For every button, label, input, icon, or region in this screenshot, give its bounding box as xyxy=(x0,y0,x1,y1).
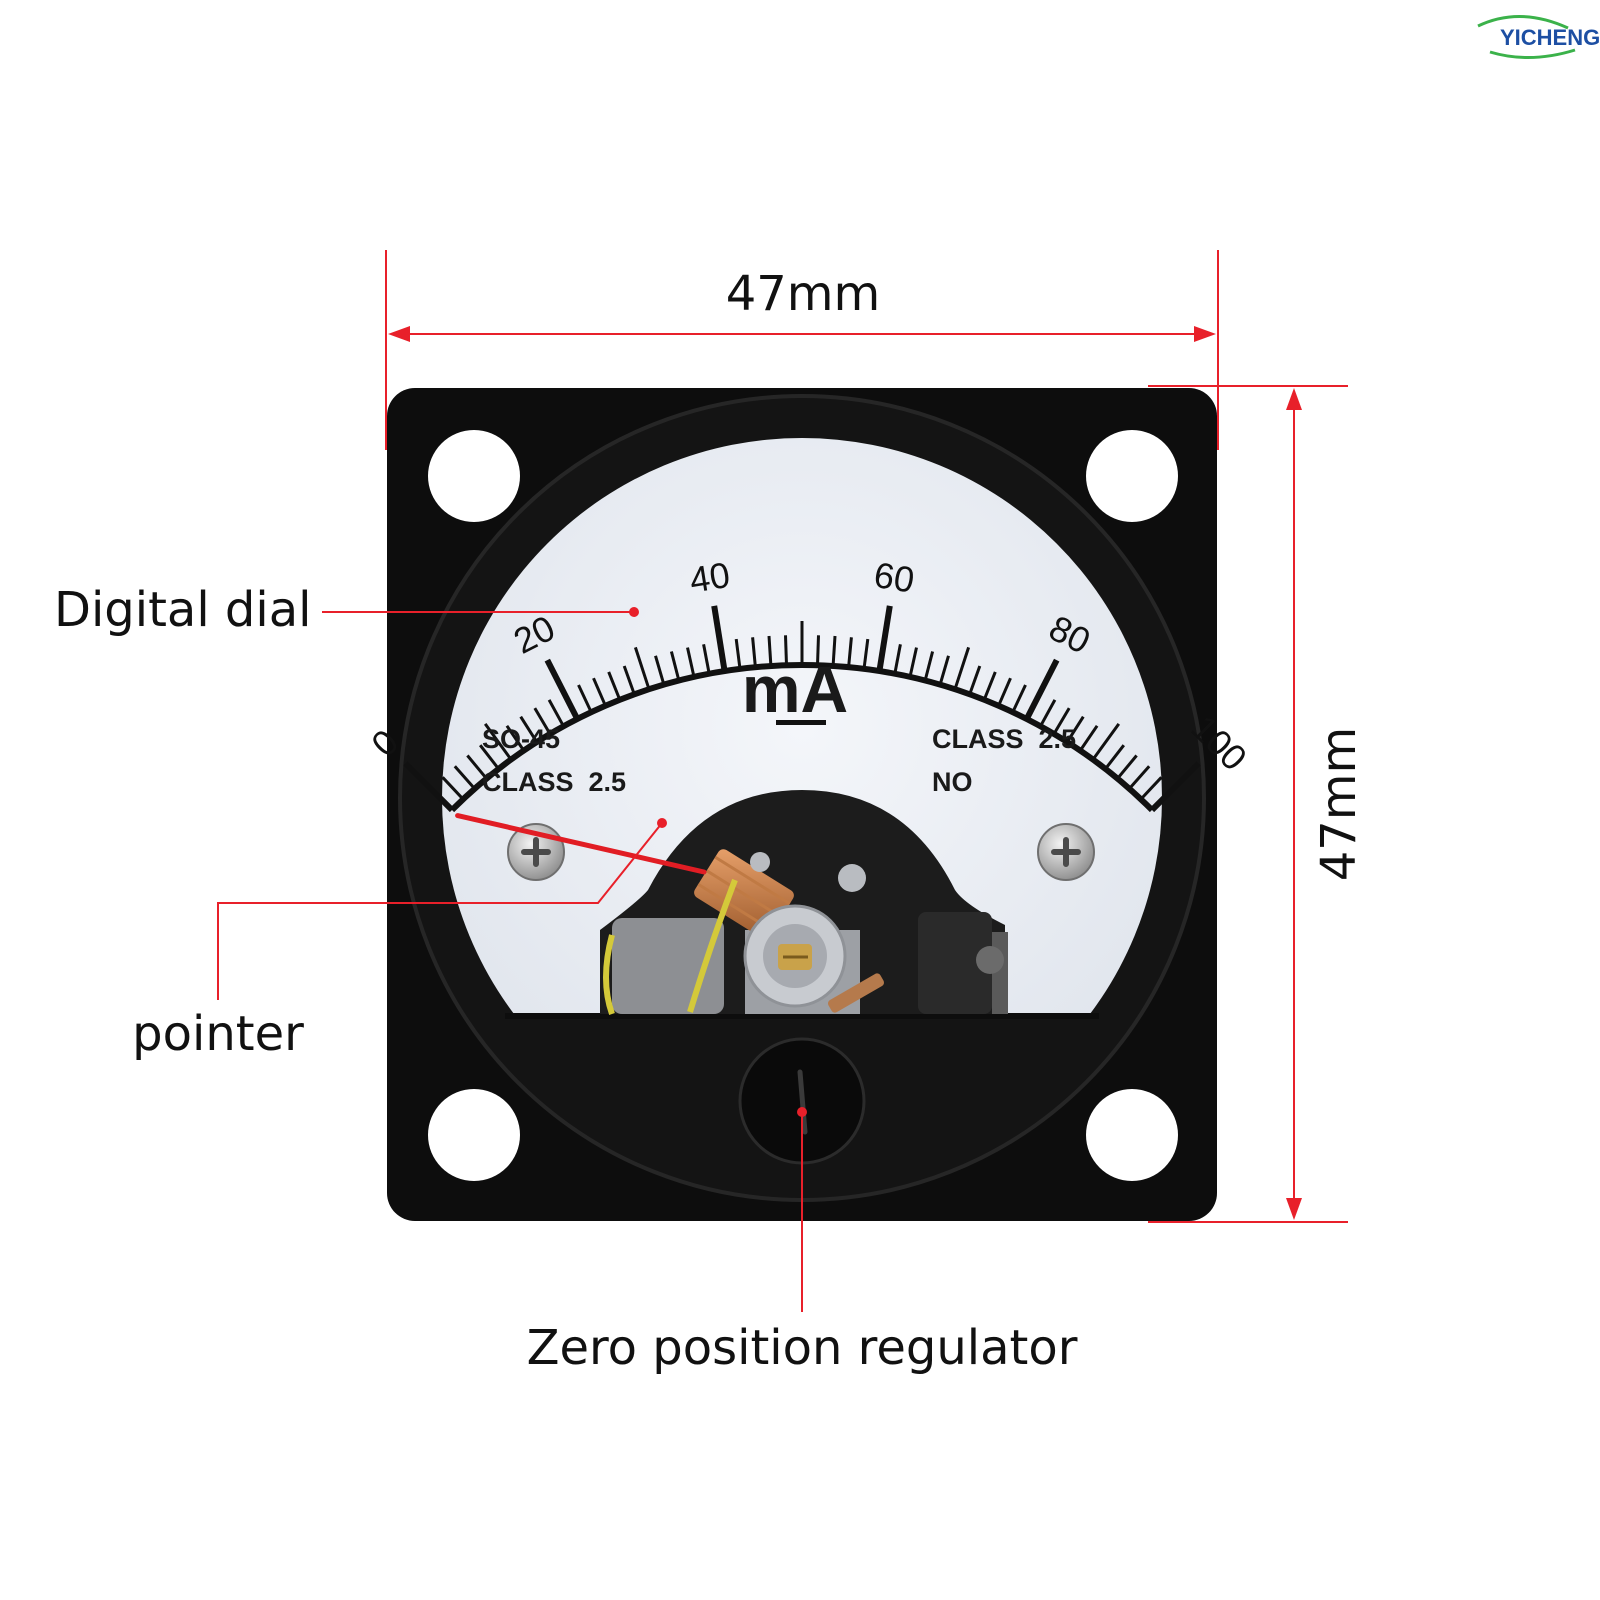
zero-adjust-knob[interactable] xyxy=(738,1037,866,1165)
minor-tick xyxy=(1011,684,1027,713)
minor-tick xyxy=(453,765,476,790)
dial-text: mA SO-45 CLASS 2.5 CLASS 2.5 NO xyxy=(482,652,1076,797)
minor-tick xyxy=(908,647,918,678)
minor-tick xyxy=(654,655,666,686)
minor-tick xyxy=(953,646,971,690)
minor-tick xyxy=(533,707,552,735)
height-label: 47mm xyxy=(1311,727,1367,882)
mounting-hole xyxy=(1086,1089,1178,1181)
width-label: 47mm xyxy=(726,266,881,322)
mounting-hole xyxy=(428,1089,520,1181)
model-label: SO-45 xyxy=(482,724,560,754)
minor-tick xyxy=(441,776,465,801)
minor-tick xyxy=(1052,707,1071,735)
major-tick xyxy=(876,605,893,672)
minor-tick xyxy=(968,665,982,695)
major-tick xyxy=(544,658,580,721)
callout-dial: Digital dial xyxy=(54,582,639,638)
minor-tick xyxy=(751,637,757,668)
minor-tick xyxy=(483,723,513,761)
minor-tick xyxy=(784,635,788,666)
minor-tick xyxy=(466,754,488,780)
minor-tick xyxy=(592,677,607,707)
minor-tick xyxy=(847,637,853,668)
minor-tick xyxy=(997,677,1012,707)
scale-label: 60 xyxy=(871,554,917,601)
brand-logo: YICHENG xyxy=(1477,15,1600,59)
minor-tick xyxy=(982,671,997,701)
callout-zero-label: Zero position regulator xyxy=(527,1320,1078,1376)
minor-tick xyxy=(816,635,820,666)
number-label: NO xyxy=(932,767,973,797)
minor-tick xyxy=(938,655,950,686)
unit-label: mA xyxy=(742,652,848,726)
height-dimension: 47mm xyxy=(1148,385,1367,1223)
major-tick xyxy=(1149,761,1201,813)
scale-arc xyxy=(449,662,1155,813)
minor-tick xyxy=(1078,724,1099,752)
minor-tick xyxy=(923,651,935,681)
scale-label: 40 xyxy=(687,554,733,601)
major-tick xyxy=(1024,658,1060,721)
minor-tick xyxy=(767,635,773,667)
minor-tick xyxy=(1039,699,1057,727)
minor-tick xyxy=(633,646,651,690)
minor-tick xyxy=(479,744,500,770)
minor-tick xyxy=(1116,754,1138,780)
mounting-hole xyxy=(1086,430,1178,522)
class-label-right: CLASS 2.5 xyxy=(932,724,1076,754)
minor-tick xyxy=(669,651,681,681)
minor-tick xyxy=(734,638,742,670)
mechanism xyxy=(600,790,1008,1015)
minor-tick xyxy=(1128,765,1151,790)
minor-tick xyxy=(607,671,622,701)
face-screw-right xyxy=(1037,823,1095,881)
callout-pointer-label: pointer xyxy=(132,1006,304,1062)
callout-dial-label: Digital dial xyxy=(54,582,311,638)
major-tick xyxy=(403,761,455,813)
minor-tick xyxy=(1091,723,1121,761)
minor-tick xyxy=(893,644,902,675)
minor-tick xyxy=(547,699,565,727)
minor-tick xyxy=(505,724,526,752)
major-tick xyxy=(711,605,728,672)
width-dimension: 47mm xyxy=(385,250,1219,450)
unit-underline xyxy=(776,720,826,725)
callout-pointer: pointer xyxy=(132,818,667,1062)
minor-tick xyxy=(577,684,593,713)
class-label-left: CLASS 2.5 xyxy=(482,767,626,797)
minor-tick xyxy=(862,638,870,670)
pointer-needle xyxy=(455,813,707,875)
callout-zero: Zero position regulator xyxy=(527,1107,1078,1376)
minor-tick xyxy=(702,644,711,675)
minor-tick xyxy=(831,635,837,667)
minor-tick xyxy=(1104,744,1125,770)
brand-logo-text: YICHENG xyxy=(1500,25,1600,50)
minor-tick xyxy=(1065,715,1085,743)
minor-tick xyxy=(622,665,636,695)
mounting-hole xyxy=(428,430,520,522)
minor-tick xyxy=(686,647,696,678)
minor-tick xyxy=(1139,776,1163,801)
minor-tick xyxy=(519,715,539,743)
